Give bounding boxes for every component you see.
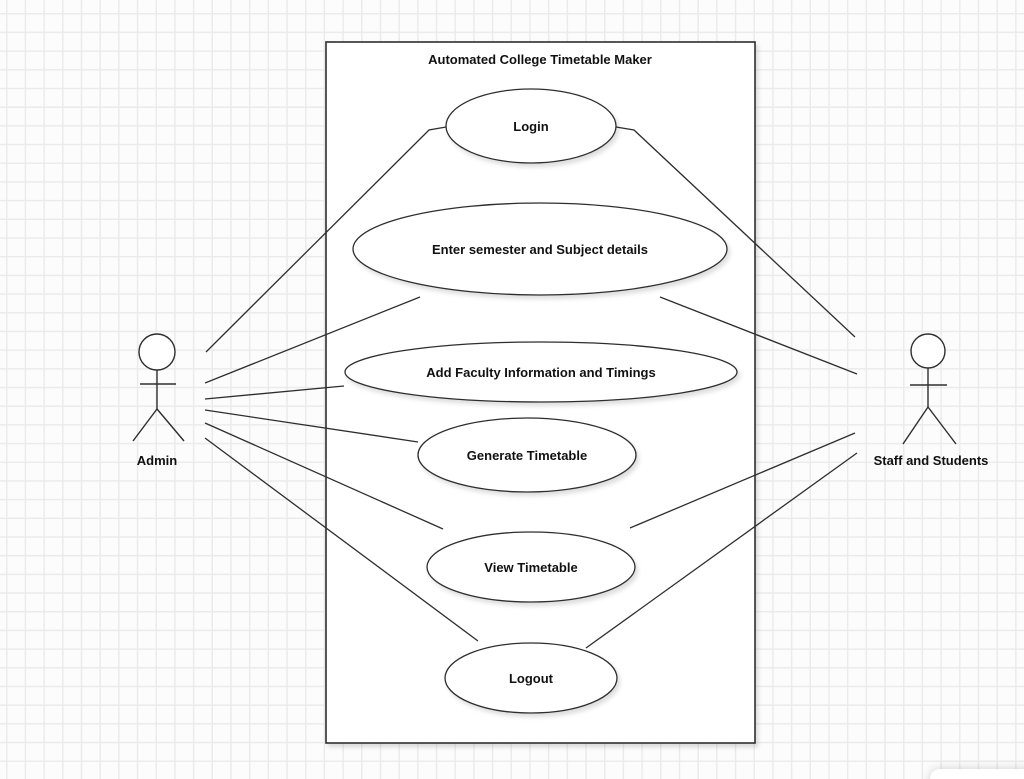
use-case-enter-semester[interactable]: Enter semester and Subject details <box>352 202 728 296</box>
actor-admin-head <box>138 333 176 371</box>
use-case-logout-ellipse[interactable] <box>444 642 618 714</box>
actor-staff-and-students[interactable]: Staff and Students <box>874 333 989 468</box>
use-case-add-faculty[interactable]: Add Faculty Information and Timings <box>344 341 738 403</box>
association-admin-logout[interactable] <box>204 437 479 642</box>
actor-staff-head <box>910 333 946 369</box>
actor-staff-left-leg <box>902 406 929 445</box>
use-case-generate-timetable-ellipse[interactable] <box>417 417 637 493</box>
association-admin-login[interactable] <box>205 126 447 353</box>
use-case-add-faculty-label: Add Faculty Information and Timings <box>426 365 655 380</box>
actor-staff-right-leg <box>927 406 957 445</box>
use-case-generate-timetable[interactable]: Generate Timetable <box>417 417 637 493</box>
use-case-view-timetable-ellipse[interactable] <box>426 531 636 603</box>
use-case-enter-semester-label: Enter semester and Subject details <box>432 242 648 257</box>
association-admin-view-timetable[interactable] <box>204 422 444 530</box>
use-case-logout-label: Logout <box>509 671 554 686</box>
association-staff-logout[interactable] <box>585 452 858 649</box>
association-staff-enter-semester[interactable] <box>659 296 858 375</box>
use-case-login-ellipse[interactable] <box>445 88 617 164</box>
use-case-login-label: Login <box>513 119 548 134</box>
actor-admin-left-leg <box>132 408 158 442</box>
actor-admin-label: Admin <box>137 453 178 468</box>
use-case-view-timetable-label: View Timetable <box>484 560 577 575</box>
use-case-login[interactable]: Login <box>445 88 617 164</box>
use-case-add-faculty-ellipse[interactable] <box>344 341 738 403</box>
actor-admin[interactable]: Admin <box>132 333 185 468</box>
actor-staff-label: Staff and Students <box>874 453 989 468</box>
cutoff-popup <box>930 769 1024 779</box>
use-case-view-timetable[interactable]: View Timetable <box>426 531 636 603</box>
use-case-logout[interactable]: Logout <box>444 642 618 714</box>
system-boundary-title: Automated College Timetable Maker <box>428 52 652 67</box>
association-admin-generate-timetable[interactable] <box>204 409 419 443</box>
association-staff-view-timetable[interactable] <box>629 432 856 529</box>
association-admin-enter-semester[interactable] <box>204 296 421 384</box>
actor-admin-right-leg <box>156 408 185 442</box>
use-case-enter-semester-ellipse[interactable] <box>352 202 728 296</box>
association-admin-add-faculty[interactable] <box>204 385 345 400</box>
use-case-generate-timetable-label: Generate Timetable <box>467 448 587 463</box>
association-staff-login[interactable] <box>615 126 856 338</box>
